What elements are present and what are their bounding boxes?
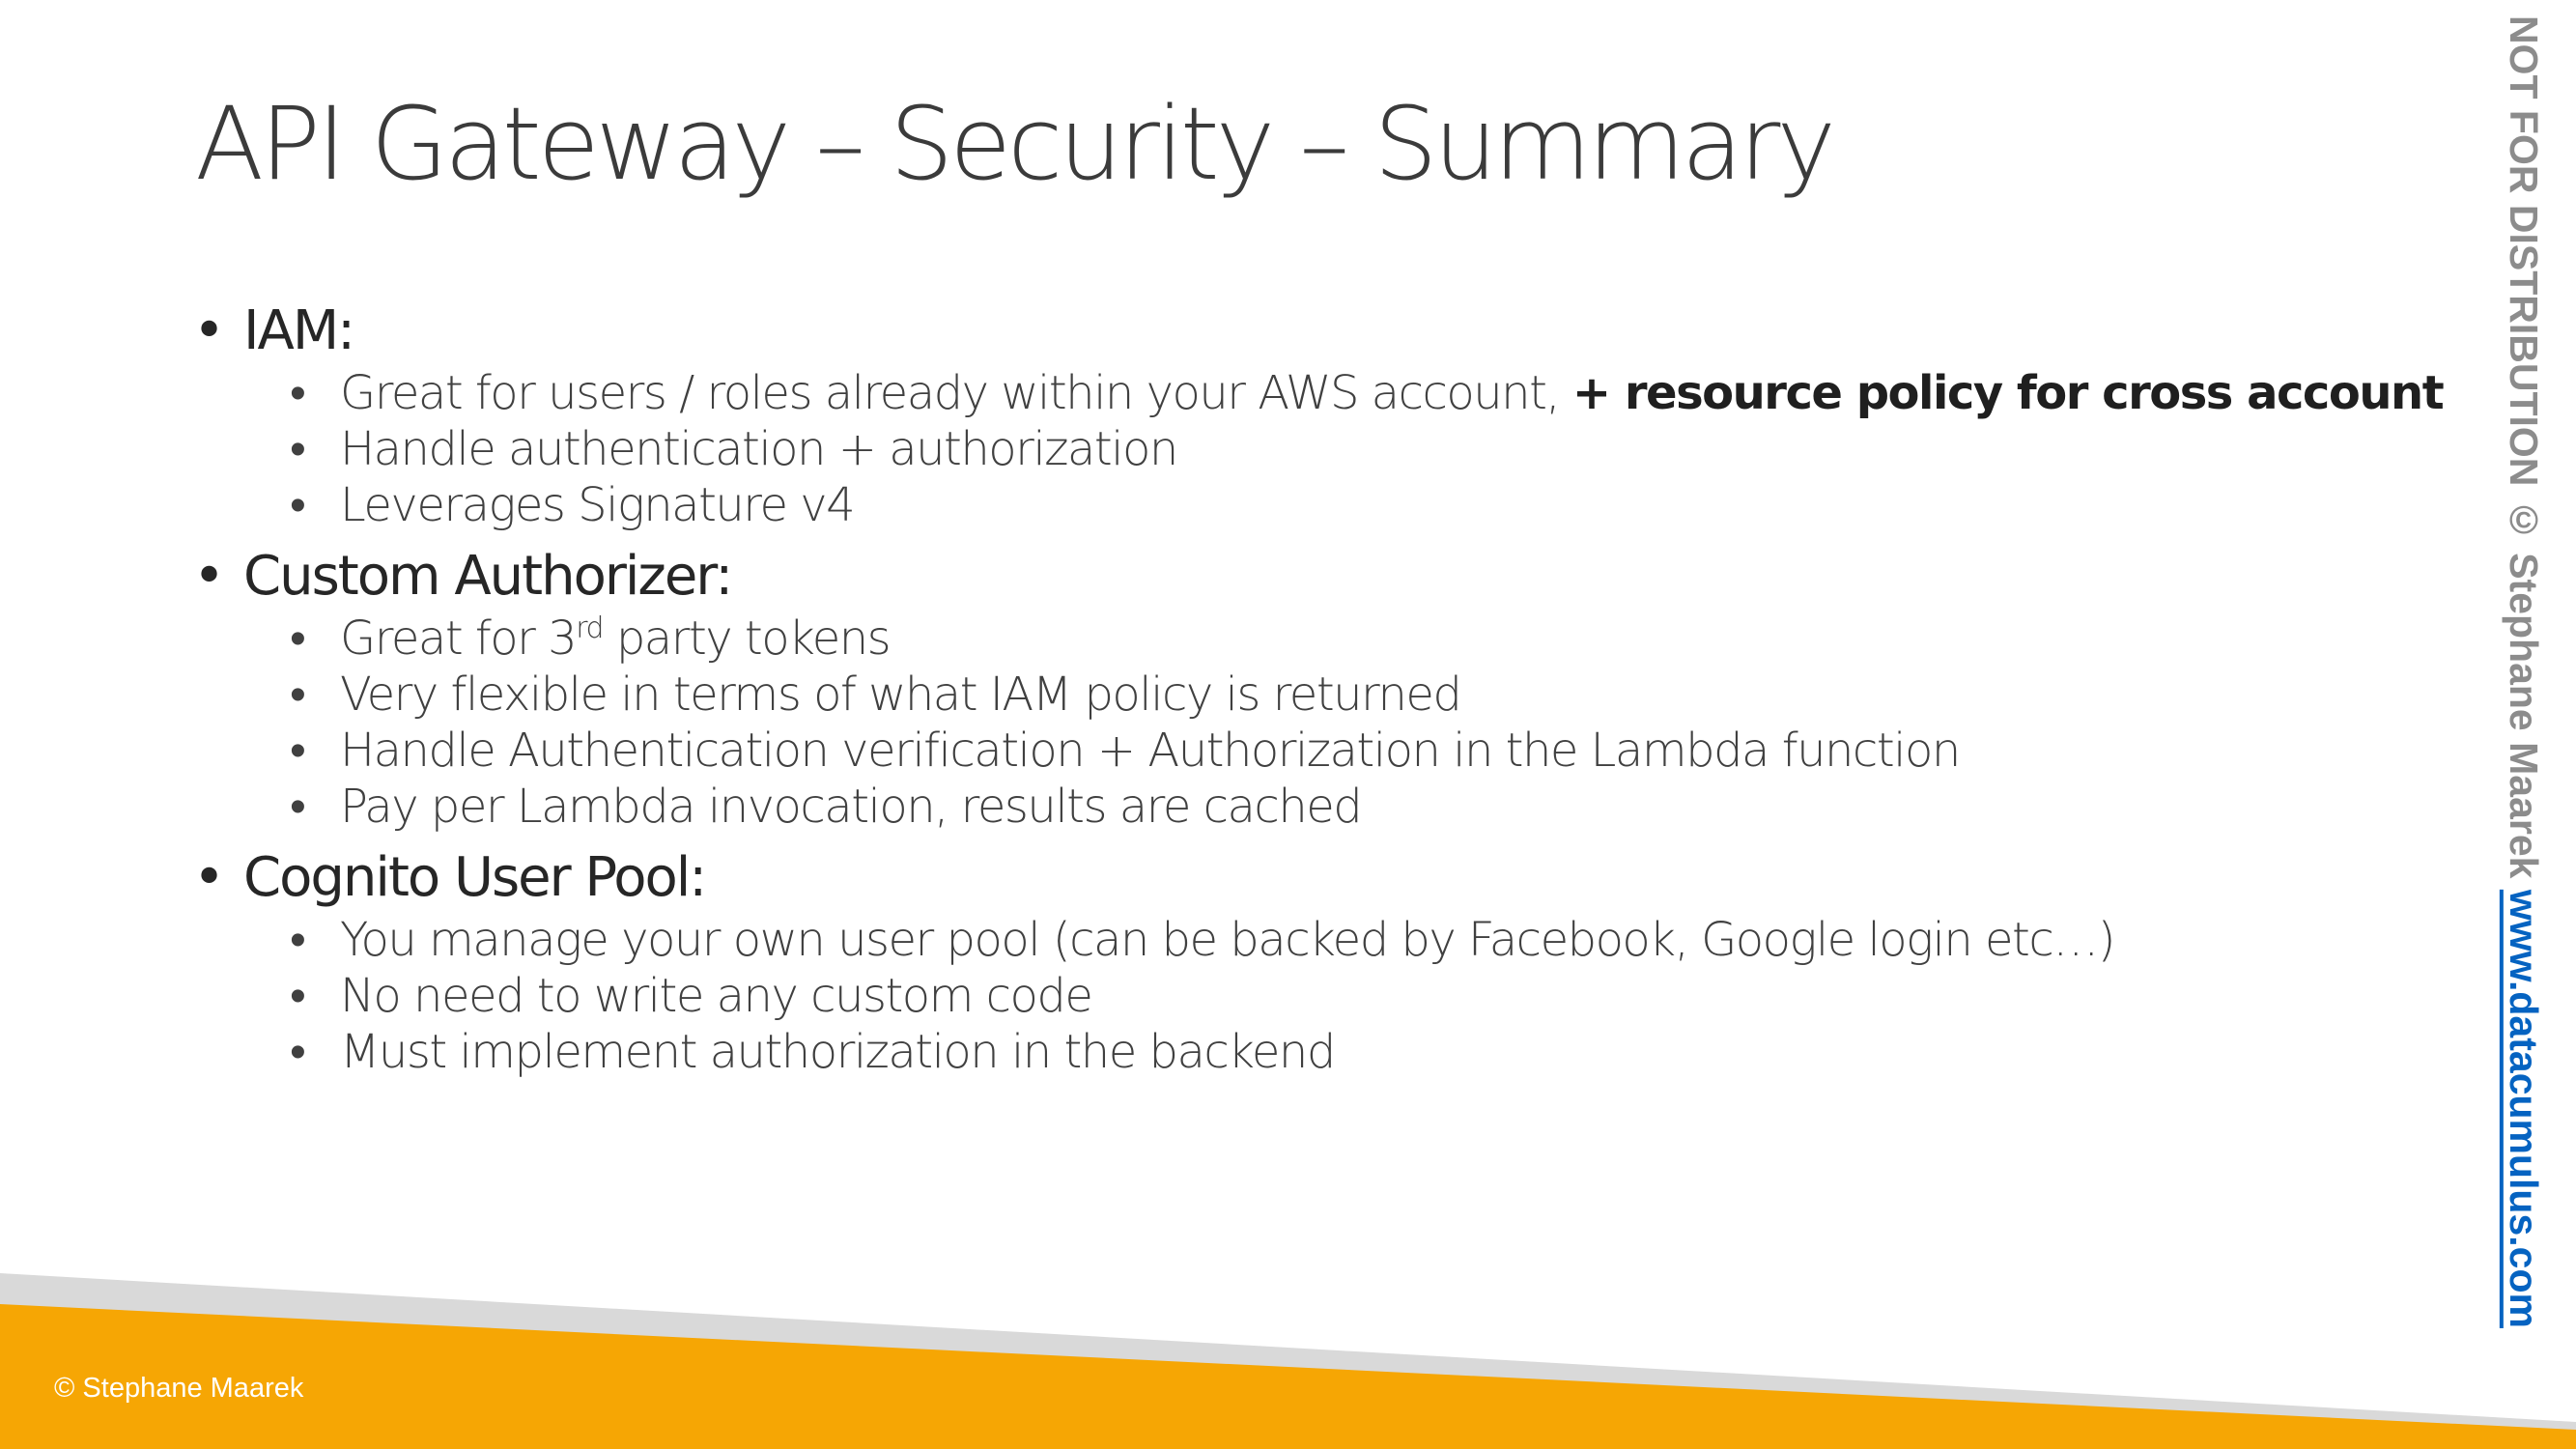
footer-orange-band [0, 1304, 2576, 1449]
list-item: • Handle authentication + authorization [193, 421, 2453, 477]
distribution-notice: NOT FOR DISTRIBUTION © Stephane Maarek [2502, 15, 2546, 890]
footer-gray-stripe [0, 1273, 2576, 1449]
slide-title: API Gateway – Security – Summary [195, 85, 1836, 203]
list-item-text: Great for 3 [340, 611, 578, 666]
footer-copyright: © Stephane Maarek [54, 1373, 304, 1404]
section-heading: • IAM: [193, 298, 2453, 365]
list-item-text: Handle Authentication verification + Aut… [340, 724, 1961, 778]
list-item: • No need to write any custom code [193, 968, 2453, 1024]
bullet-icon: • [290, 611, 306, 666]
bullet-list: • You manage your own user pool (can be … [193, 912, 2453, 1080]
list-item: • Handle Authentication verification + A… [193, 723, 2453, 779]
bullet-icon: • [290, 724, 306, 778]
section-heading: • Cognito User Pool: [193, 844, 2453, 912]
list-item: • Very flexible in terms of what IAM pol… [193, 667, 2453, 723]
list-item-text-after: party tokens [603, 611, 892, 666]
list-item-text: You manage your own user pool (can be ba… [340, 913, 2115, 967]
list-item-text: Very flexible in terms of what IAM polic… [340, 668, 1462, 722]
bullet-icon: • [290, 478, 306, 532]
slide-body: • IAM: • Great for users / roles already… [193, 298, 2453, 1090]
section-cognito-user-pool: • Cognito User Pool: • You manage your o… [193, 844, 2453, 1080]
list-item: • Leverages Signature v4 [193, 477, 2453, 533]
section-heading: • Custom Authorizer: [193, 543, 2453, 611]
bullet-list: • Great for 3rd party tokens • Very flex… [193, 611, 2453, 835]
list-item: • Great for 3rd party tokens [193, 611, 2453, 667]
superscript: rd [576, 611, 604, 645]
side-watermark: NOT FOR DISTRIBUTION © Stephane Maarek w… [2500, 15, 2548, 1328]
bullet-icon: • [193, 299, 225, 362]
website-link[interactable]: www.datacumulus.com [2502, 889, 2546, 1328]
list-item-text: Handle authentication + authorization [340, 422, 1178, 476]
bullet-icon: • [290, 366, 306, 420]
list-item-bold-text: + resource policy for cross account [1571, 366, 2445, 420]
bullet-icon: • [290, 1025, 306, 1079]
list-item-text: Must implement authorization in the back… [340, 1025, 1336, 1079]
bullet-icon: • [193, 846, 225, 909]
bullet-icon: • [290, 913, 306, 967]
bullet-icon: • [193, 545, 225, 608]
list-item-text: Great for users / roles already within y… [340, 366, 1572, 420]
section-custom-authorizer: • Custom Authorizer: • Great for 3rd par… [193, 543, 2453, 835]
section-iam: • IAM: • Great for users / roles already… [193, 298, 2453, 533]
list-item: • You manage your own user pool (can be … [193, 912, 2453, 968]
section-heading-text: IAM: [243, 299, 355, 362]
bullet-icon: • [290, 780, 306, 834]
bullet-icon: • [290, 969, 306, 1023]
bullet-icon: • [290, 668, 306, 722]
list-item: • Pay per Lambda invocation, results are… [193, 779, 2453, 835]
list-item: • Must implement authorization in the ba… [193, 1024, 2453, 1080]
list-item-text: No need to write any custom code [340, 969, 1093, 1023]
section-heading-text: Cognito User Pool: [243, 846, 707, 909]
list-item: • Great for users / roles already within… [193, 365, 2453, 421]
list-item-text: Pay per Lambda invocation, results are c… [340, 780, 1363, 834]
bullet-list: • Great for users / roles already within… [193, 365, 2453, 533]
section-heading-text: Custom Authorizer: [243, 545, 733, 608]
bullet-icon: • [290, 422, 306, 476]
list-item-text: Leverages Signature v4 [340, 478, 856, 532]
